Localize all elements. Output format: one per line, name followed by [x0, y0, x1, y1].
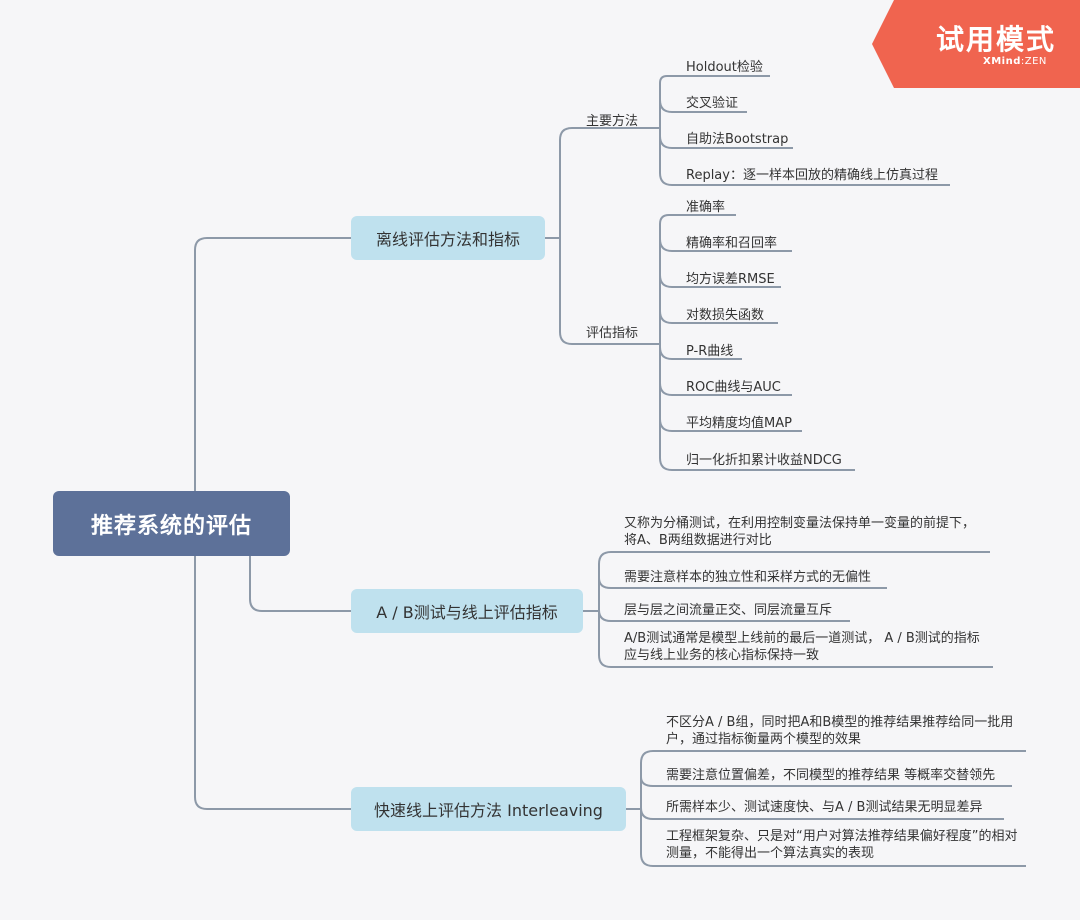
branch-offline-evaluation[interactable]: 离线评估方法和指标	[351, 216, 545, 260]
branch-ab-testing[interactable]: A / B测试与线上评估指标	[351, 589, 583, 633]
connector-branch2-leaves	[583, 551, 993, 668]
leaf-pr-curve[interactable]: P-R曲线	[686, 344, 734, 359]
leaf-ab-final-test[interactable]: A/B测试通常是模型上线前的最后一道测试， A / B测试的指标 应与线上业务的…	[624, 630, 1004, 664]
connector-branch1-group2	[545, 237, 660, 345]
leaf-ab-definition-line2: 将A、B两组数据进行对比	[624, 533, 772, 548]
leaf-interleaving-definition-line2: 户，通过指标衡量两个模型的效果	[666, 732, 862, 747]
leaf-cross-validation[interactable]: 交叉验证	[686, 96, 739, 111]
leaf-map[interactable]: 平均精度均值MAP	[686, 416, 792, 431]
leaf-rmse[interactable]: 均方误差RMSE	[686, 272, 775, 287]
leaf-interleaving-drawbacks[interactable]: 工程框架复杂、只是对“用户对算法推荐结果偏好程度”的相对 测量，不能得出一个算法…	[666, 828, 1046, 862]
leaf-interleaving-advantages[interactable]: 所需样本少、测试速度快、与A / B测试结果无明显差异	[666, 800, 983, 815]
leaf-holdout[interactable]: Holdout检验	[686, 60, 763, 75]
leaf-accuracy[interactable]: 准确率	[686, 200, 726, 215]
leaf-ab-definition[interactable]: 又称为分桶测试，在利用控制变量法保持单一变量的前提下， 将A、B两组数据进行对比	[624, 515, 994, 549]
branch-interleaving[interactable]: 快速线上评估方法 Interleaving	[351, 787, 626, 831]
connector-root-branch2	[249, 556, 351, 612]
leaf-ab-traffic[interactable]: 层与层之间流量正交、同层流量互斥	[624, 603, 833, 618]
leaf-ab-final-test-line2: 应与线上业务的核心指标保持一致	[624, 648, 820, 663]
leaf-bootstrap[interactable]: 自助法Bootstrap	[686, 132, 789, 147]
leaf-ndcg[interactable]: 归一化折扣累计收益NDCG	[686, 453, 842, 468]
connector-root-branch1	[194, 237, 351, 491]
leaf-replay[interactable]: Replay：逐一样本回放的精确线上仿真过程	[686, 168, 938, 183]
trial-mode-title: 试用模式	[936, 23, 1057, 56]
leaf-interleaving-definition-line1: 不区分A / B组，同时把A和B模型的推荐结果推荐给同一批用	[666, 715, 1014, 730]
connector-group1-leaves	[659, 75, 950, 186]
xmind-brand-label: XMind:ZEN	[983, 56, 1047, 67]
leaf-interleaving-drawbacks-line2: 测量，不能得出一个算法真实的表现	[666, 846, 875, 861]
subtopic-evaluation-metrics[interactable]: 评估指标	[586, 326, 639, 341]
leaf-ab-independence[interactable]: 需要注意样本的独立性和采样方式的无偏性	[624, 570, 872, 585]
connector-branch3-leaves	[626, 750, 1026, 867]
connector-group2-leaves	[659, 214, 855, 471]
leaf-precision-recall[interactable]: 精确率和召回率	[686, 236, 778, 251]
leaf-roc-auc[interactable]: ROC曲线与AUC	[686, 380, 781, 395]
leaf-position-bias[interactable]: 需要注意位置偏差，不同模型的推荐结果 等概率交替领先	[666, 768, 996, 783]
leaf-interleaving-definition[interactable]: 不区分A / B组，同时把A和B模型的推荐结果推荐给同一批用 户，通过指标衡量两…	[666, 714, 1046, 748]
xmind-brand: XMind	[983, 56, 1021, 67]
connector-root-branch3	[194, 556, 351, 810]
connector-branch1-group1	[545, 127, 660, 239]
trial-mode-badge	[872, 0, 1080, 88]
leaf-ab-final-test-line1: A/B测试通常是模型上线前的最后一道测试， A / B测试的指标	[624, 631, 980, 646]
xmind-edition: ZEN	[1024, 56, 1047, 67]
leaf-interleaving-drawbacks-line1: 工程框架复杂、只是对“用户对算法推荐结果偏好程度”的相对	[666, 829, 1018, 844]
subtopic-main-methods[interactable]: 主要方法	[586, 114, 639, 129]
leaf-ab-definition-line1: 又称为分桶测试，在利用控制变量法保持单一变量的前提下，	[624, 516, 976, 531]
leaf-log-loss[interactable]: 对数损失函数	[686, 308, 765, 323]
root-topic[interactable]: 推荐系统的评估	[53, 491, 290, 556]
